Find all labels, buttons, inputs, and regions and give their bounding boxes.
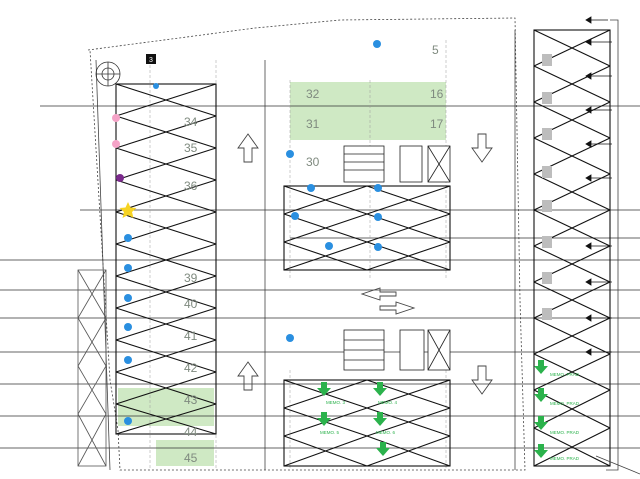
bay-32: 32 [306,87,320,101]
blue-marker [153,83,159,89]
green-arrow-icon [317,412,331,426]
bay-35: 35 [184,141,198,155]
bay-numbers: 5 16 17 30 31 32 34 35 36 39 40 41 42 43… [184,43,444,465]
green-label: MEMO. 5 [320,430,339,435]
blue-marker [286,150,294,158]
green-label: MEMO. PRAD [550,372,580,377]
blue-marker [325,242,333,250]
green-label: MEMO. 4 [378,400,397,405]
pink-marker [112,114,120,122]
blue-marker [286,334,294,342]
blue-marker [373,40,381,48]
green-label: MEMO. 6 [376,430,395,435]
green-arrow-icon [373,382,387,396]
traffic-arrows [237,133,493,395]
building-outline [87,17,526,471]
stair-core-upper [343,145,451,183]
right-boundary [595,19,640,475]
green-label: MEMO. PRAD [550,430,580,435]
arrow-up-icon [237,133,259,163]
blue-marker [374,213,382,221]
green-arrow-icon [534,444,548,458]
crossed-bays-right [533,29,611,467]
stair-badge: 3 [146,54,156,64]
bay-17: 17 [430,117,444,131]
blue-marker [374,184,382,192]
arrow-up-icon [237,361,259,391]
right-arrows [585,16,612,356]
bay-41: 41 [184,329,198,343]
markers [112,40,382,425]
green-label: MEMO. PRAD [550,456,580,461]
bay-44: 44 [184,425,198,439]
stair-core-lower [343,329,451,371]
stair-badge-label: 3 [149,57,153,64]
blue-marker [124,264,132,272]
arrow-right-icon [379,301,416,315]
green-labels: MEMO. 3 MEMO. 4 MEMO. 5 MEMO. 6 MEMO. PR… [320,372,580,461]
blue-marker [124,234,132,242]
bay-31: 31 [306,117,320,131]
right-gray-blocks [542,54,552,320]
green-arrow-icon [534,388,548,402]
bay-36: 36 [184,179,198,193]
green-arrow-icon [376,442,390,456]
spiral-stair [95,61,121,87]
blue-marker [124,356,132,364]
bay-39: 39 [184,271,198,285]
bay-45: 45 [184,451,198,465]
blue-marker [124,417,132,425]
green-label: MEMO. PRAD [550,401,580,406]
crossed-bays-left [115,83,217,435]
blue-marker [374,243,382,251]
arrow-down-icon [471,365,493,395]
blue-marker [124,323,132,331]
blue-marker [307,184,315,192]
bay-30: 30 [306,155,320,169]
bay-5: 5 [432,43,439,57]
reference-lines [0,105,640,449]
purple-marker [116,174,124,182]
pink-marker [112,140,120,148]
green-arrow-icon [317,382,331,396]
green-arrow-icon [534,416,548,430]
green-arrow-icon [373,412,387,426]
green-arrows [317,360,548,458]
bay-42: 42 [184,361,198,375]
bay-16: 16 [430,87,444,101]
green-zones [118,82,446,466]
blue-marker [124,294,132,302]
crossed-bays-middle [283,185,451,271]
green-label: MEMO. 3 [326,400,345,405]
bay-43: 43 [184,393,198,407]
bay-40: 40 [184,297,198,311]
blue-marker [291,212,299,220]
star-icon [119,202,137,218]
arrow-down-icon [471,133,493,163]
bay-34: 34 [184,115,198,129]
green-arrow-icon [534,360,548,374]
crossed-bays-far-left [77,269,107,467]
crossed-bays-lower [283,379,451,467]
arrow-left-icon [360,287,397,301]
